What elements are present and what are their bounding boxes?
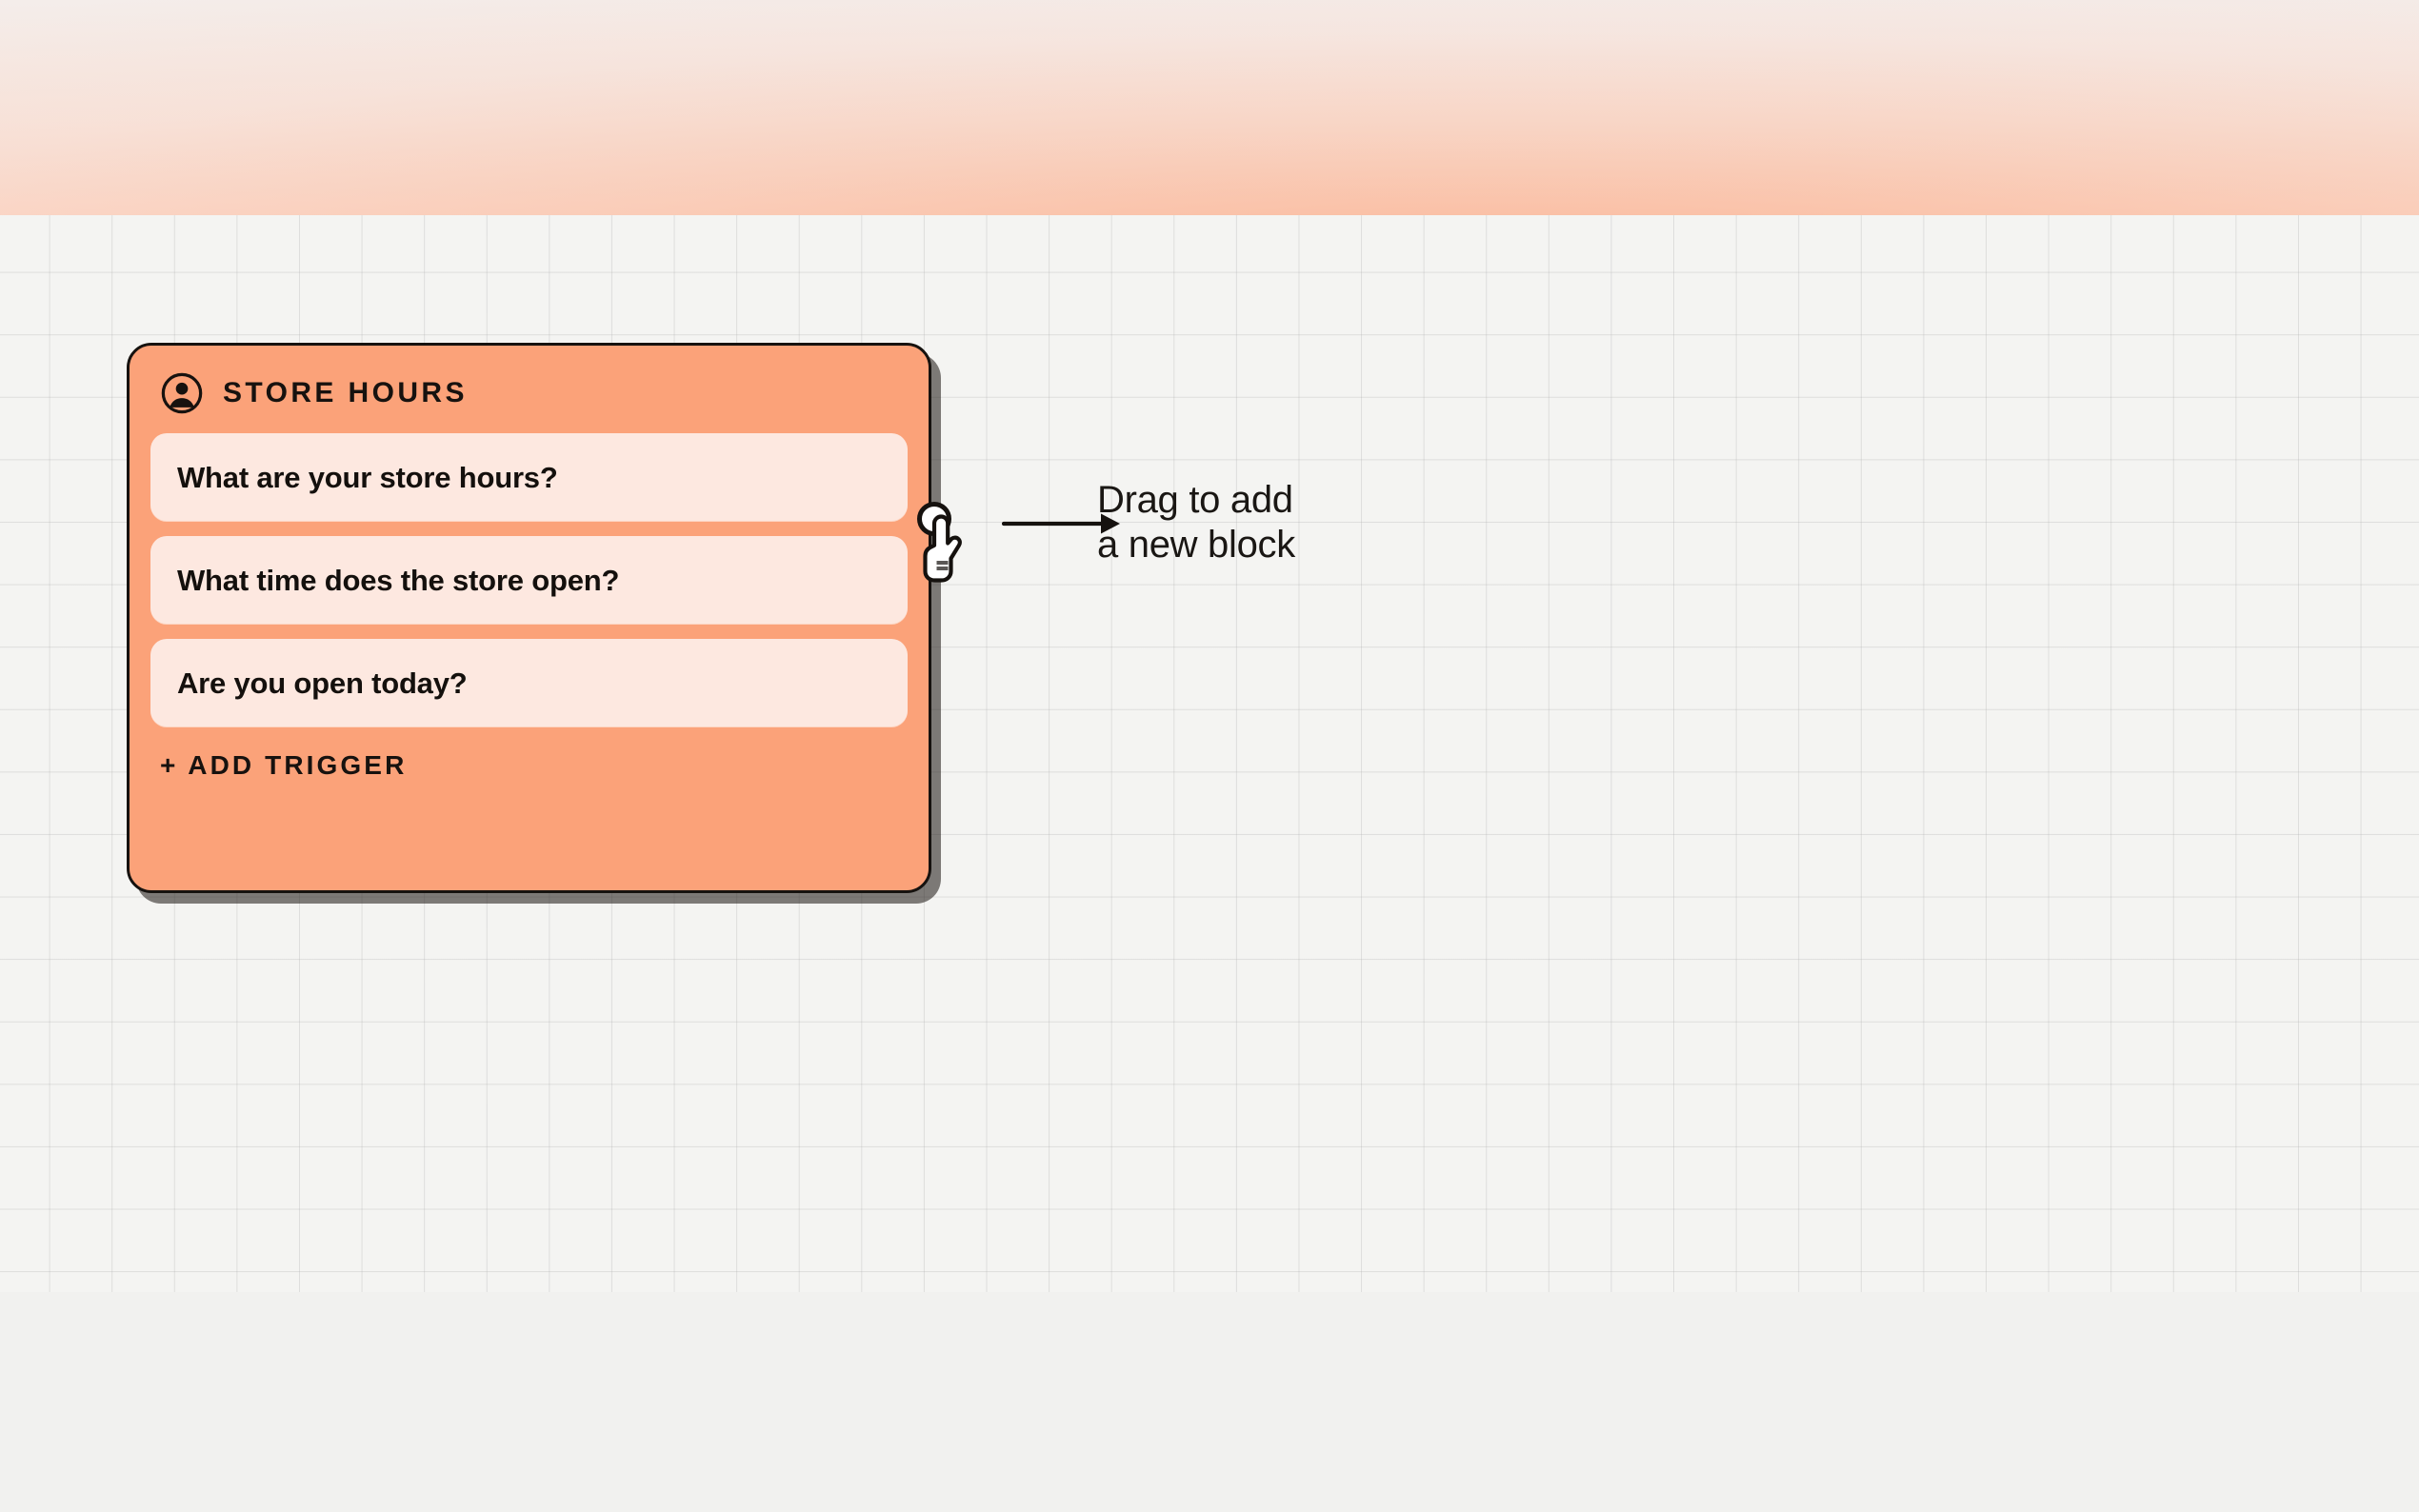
trigger-pill-text: What time does the store open? (177, 563, 620, 597)
trigger-pill-text: Are you open today? (177, 666, 468, 700)
trigger-pill[interactable]: Are you open today? (150, 639, 908, 726)
trigger-pill-text: What are your store hours? (177, 460, 558, 494)
add-trigger-button[interactable]: + ADD TRIGGER (130, 751, 412, 780)
arrow-right-icon (1002, 513, 1120, 534)
pointing-hand-cursor (923, 514, 962, 583)
trigger-block-card[interactable]: STORE HOURS What are your store hours? W… (127, 343, 931, 893)
trigger-pill[interactable]: What time does the store open? (150, 536, 908, 624)
annotation-label: Drag to add a new block (1097, 479, 1295, 567)
trigger-pill[interactable]: What are your store hours? (150, 433, 908, 521)
block-title: STORE HOURS (223, 377, 468, 408)
top-gradient-banner (0, 0, 2419, 215)
trigger-list: What are your store hours? What time doe… (130, 433, 929, 726)
user-circle-icon (161, 372, 203, 414)
canvas-lower-area (0, 1292, 2419, 1512)
block-card-header: STORE HOURS (130, 346, 929, 414)
